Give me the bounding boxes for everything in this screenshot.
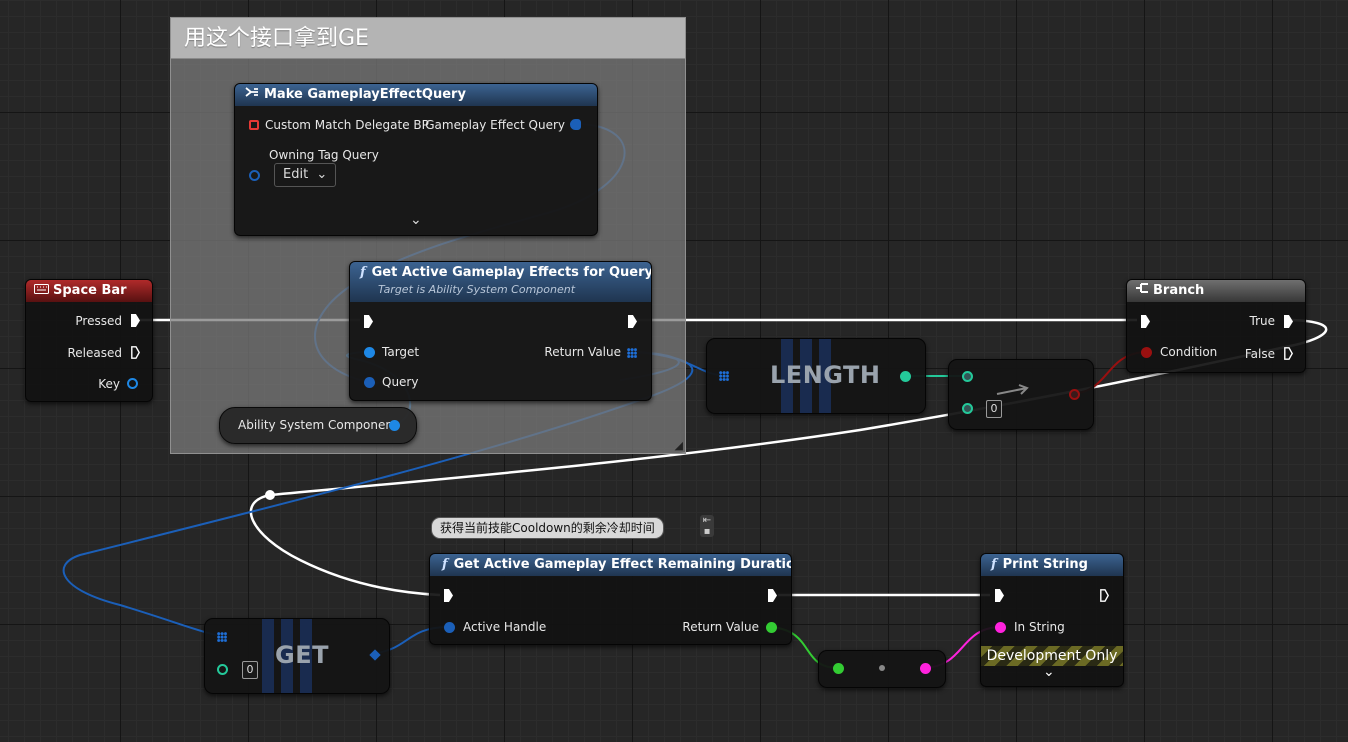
resize-handle-icon[interactable]: ◢ (674, 439, 683, 452)
exec-out-pin[interactable] (768, 589, 777, 602)
compare-node[interactable]: 0 (948, 359, 1094, 430)
function-icon: f (991, 557, 997, 572)
index-pin[interactable] (217, 664, 228, 675)
active-handle-label: Active Handle (463, 620, 547, 634)
pin-icon[interactable]: ⇤▪ (700, 515, 714, 537)
length-node[interactable]: LENGTH (706, 338, 926, 414)
node-header: Branch (1127, 280, 1305, 302)
node-comment-bubble[interactable]: 获得当前技能Cooldown的剩余冷却时间 (431, 517, 664, 539)
target-pin[interactable] (364, 347, 375, 358)
node-title: LENGTH (770, 361, 881, 389)
exec-in-pin[interactable] (995, 589, 1004, 602)
delegate-pin[interactable] (249, 120, 259, 130)
key-label: Key (98, 377, 120, 391)
node-title: Branch (1153, 283, 1205, 298)
owning-tag-pin[interactable] (249, 170, 260, 181)
target-label: Target (382, 345, 420, 359)
branch-node[interactable]: Branch True Condition False (1126, 279, 1306, 373)
false-label: False (1244, 347, 1275, 361)
greater-than-icon (995, 384, 1031, 403)
exec-out-pin[interactable] (628, 315, 637, 328)
bool-output-pin[interactable] (1069, 389, 1080, 400)
in-string-pin[interactable] (995, 622, 1006, 633)
string-output-pin[interactable] (920, 663, 931, 674)
pressed-label: Pressed (75, 314, 122, 328)
node-header: Make GameplayEffectQuery (235, 84, 597, 106)
node-title: Space Bar (53, 283, 127, 298)
node-title: GET (275, 641, 329, 669)
get-active-effects-node[interactable]: f Get Active Gameplay Effects for Query T… (349, 261, 652, 401)
node-title: Print String (1002, 557, 1088, 572)
return-label: Return Value (682, 620, 759, 634)
array-input-pin[interactable] (217, 632, 227, 642)
b-value-input[interactable]: 0 (986, 400, 1002, 418)
array-return-pin[interactable] (627, 348, 637, 358)
make-gameplay-effect-query-node[interactable]: Make GameplayEffectQuery Custom Match De… (234, 83, 598, 236)
released-label: Released (67, 346, 122, 360)
edit-label: Edit (283, 167, 309, 182)
a-input-pin[interactable] (962, 371, 973, 382)
int-output-pin[interactable] (900, 371, 911, 382)
owning-tag-label: Owning Tag Query (269, 148, 379, 162)
node-title: Make GameplayEffectQuery (264, 87, 466, 102)
space-bar-event-node[interactable]: Space Bar Pressed Released Key (25, 279, 153, 402)
exec-in-pin[interactable] (444, 589, 453, 602)
development-only-banner: Development Only (981, 646, 1123, 666)
array-get-node[interactable]: GET 0 (204, 618, 390, 694)
handle-output-pin[interactable] (369, 649, 381, 661)
exec-in-pin[interactable] (364, 315, 373, 328)
return-label: Return Value (544, 345, 621, 359)
asc-output-pin[interactable] (389, 420, 400, 431)
custom-match-label: Custom Match Delegate BP (265, 118, 429, 132)
array-stripes (262, 619, 312, 693)
float-input-pin[interactable] (833, 663, 844, 674)
exec-in-pin[interactable] (1141, 315, 1150, 328)
chevron-down-icon[interactable]: ⌄ (410, 212, 422, 228)
variable-label: Ability System Component (238, 418, 398, 432)
function-icon: f (360, 265, 366, 280)
conversion-dot-icon (879, 665, 885, 671)
ability-system-component-variable[interactable]: Ability System Component (219, 407, 417, 444)
array-input-pin[interactable] (719, 371, 729, 381)
keyboard-icon (34, 280, 49, 302)
node-header: f Get Active Gameplay Effect Remaining Du… (430, 554, 791, 576)
key-pin[interactable] (127, 378, 138, 389)
true-exec-pin[interactable] (1284, 315, 1293, 328)
query-label: Query (382, 375, 419, 389)
node-title: Get Active Gameplay Effects for Query (371, 265, 652, 280)
node-header: f Get Active Gameplay Effects for Query T… (350, 262, 651, 302)
pressed-exec-pin[interactable] (131, 314, 140, 327)
released-exec-pin[interactable] (131, 346, 140, 359)
chevron-down-icon: ⌄ (316, 167, 328, 182)
make-struct-icon (245, 84, 261, 106)
in-string-label: In String (1014, 620, 1065, 634)
query-output-pin[interactable] (570, 119, 581, 130)
comment-title[interactable]: 用这个接口拿到GE (171, 18, 685, 59)
float-to-string-node[interactable] (818, 650, 946, 688)
true-label: True (1249, 314, 1276, 328)
node-header: f Print String (981, 554, 1123, 576)
active-handle-pin[interactable] (444, 622, 455, 633)
reroute-exec (265, 490, 275, 500)
float-return-pin[interactable] (766, 622, 777, 633)
function-icon: f (442, 557, 448, 572)
b-input-pin[interactable] (962, 403, 973, 414)
query-pin[interactable] (364, 377, 375, 388)
false-exec-pin[interactable] (1284, 347, 1293, 360)
print-string-node[interactable]: f Print String In String Development Only… (980, 553, 1124, 687)
node-subtitle: Target is Ability System Component (378, 283, 576, 296)
get-remaining-duration-node[interactable]: f Get Active Gameplay Effect Remaining Du… (429, 553, 792, 645)
exec-out-pin[interactable] (1100, 589, 1109, 602)
condition-label: Condition (1160, 345, 1218, 359)
index-value-input[interactable]: 0 (242, 661, 258, 679)
branch-icon (1135, 280, 1149, 302)
condition-pin[interactable] (1141, 347, 1152, 358)
chevron-down-icon[interactable]: ⌄ (1043, 664, 1055, 680)
array-stripes (781, 339, 831, 413)
node-header: Space Bar (26, 280, 152, 302)
output-label: Gameplay Effect Query (425, 118, 565, 132)
node-comment-text: 获得当前技能Cooldown的剩余冷却时间 (440, 521, 655, 535)
edit-button[interactable]: Edit ⌄ (274, 163, 337, 187)
node-title: Get Active Gameplay Effect Remaining Dur… (453, 557, 792, 572)
